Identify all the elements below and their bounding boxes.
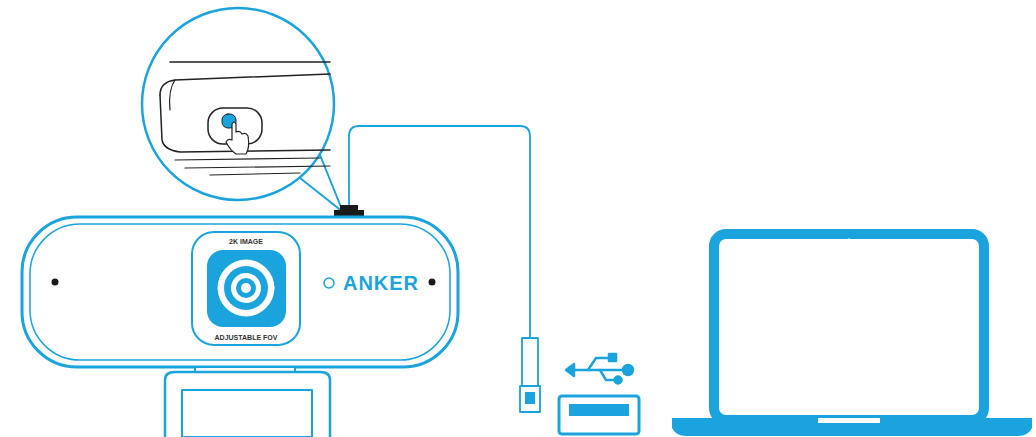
lens-marking: ADJUSTABLE FOV [215, 334, 278, 341]
usb-plug [522, 338, 538, 386]
microphone-hole [52, 279, 59, 286]
lens [218, 260, 274, 316]
laptop-screen [714, 234, 984, 420]
lens-panel [207, 250, 286, 327]
usb-symbol [566, 354, 633, 384]
callout-circle [142, 8, 334, 200]
webcam-body [22, 217, 458, 367]
lens-marking: 2K IMAGE [229, 238, 263, 245]
laptop-base [672, 418, 1032, 436]
lens-frame [192, 232, 300, 345]
usb-port [559, 396, 639, 434]
laptop-camera [847, 239, 852, 244]
brand-logo: ANKER [343, 272, 419, 295]
microphone-hole [429, 279, 436, 286]
zoomed-webcam-top [160, 62, 330, 175]
indicator-light [324, 278, 334, 288]
